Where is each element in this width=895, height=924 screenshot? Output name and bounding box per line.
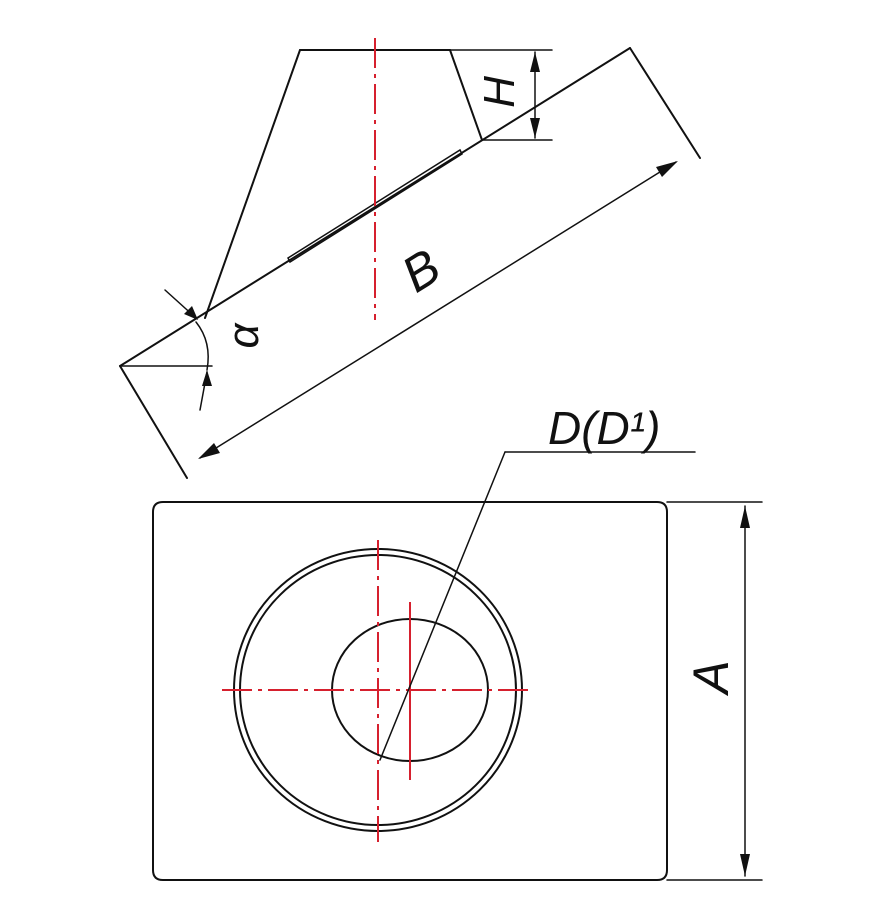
b-dimension-line	[199, 161, 677, 459]
a-label: A	[683, 660, 739, 696]
b-arrow-left	[198, 443, 220, 459]
plate-left-end	[119, 365, 188, 479]
alpha-arrow-bottom	[202, 370, 212, 386]
h-label: H	[475, 76, 524, 108]
a-arrow-bottom	[740, 854, 750, 876]
b-label: B	[392, 238, 450, 303]
plate-seam	[287, 148, 463, 264]
b-arrow-right	[656, 161, 678, 177]
d-leader-line	[379, 451, 506, 761]
plate-right-end	[629, 47, 701, 159]
h-arrow-bottom	[530, 118, 540, 138]
cone-left-edge	[204, 49, 301, 319]
plan-view: A D(D¹)	[152, 402, 763, 881]
h-arrow-top	[530, 52, 540, 72]
alpha-arc	[195, 321, 209, 371]
d-label: D(D¹)	[548, 402, 660, 454]
a-arrow-top	[740, 506, 750, 528]
alpha-arrow-top	[184, 306, 198, 320]
alpha-label: α	[219, 322, 268, 349]
plate-outline	[152, 501, 668, 881]
cone-right-edge	[449, 49, 483, 141]
plate-upper-edge	[119, 47, 631, 367]
